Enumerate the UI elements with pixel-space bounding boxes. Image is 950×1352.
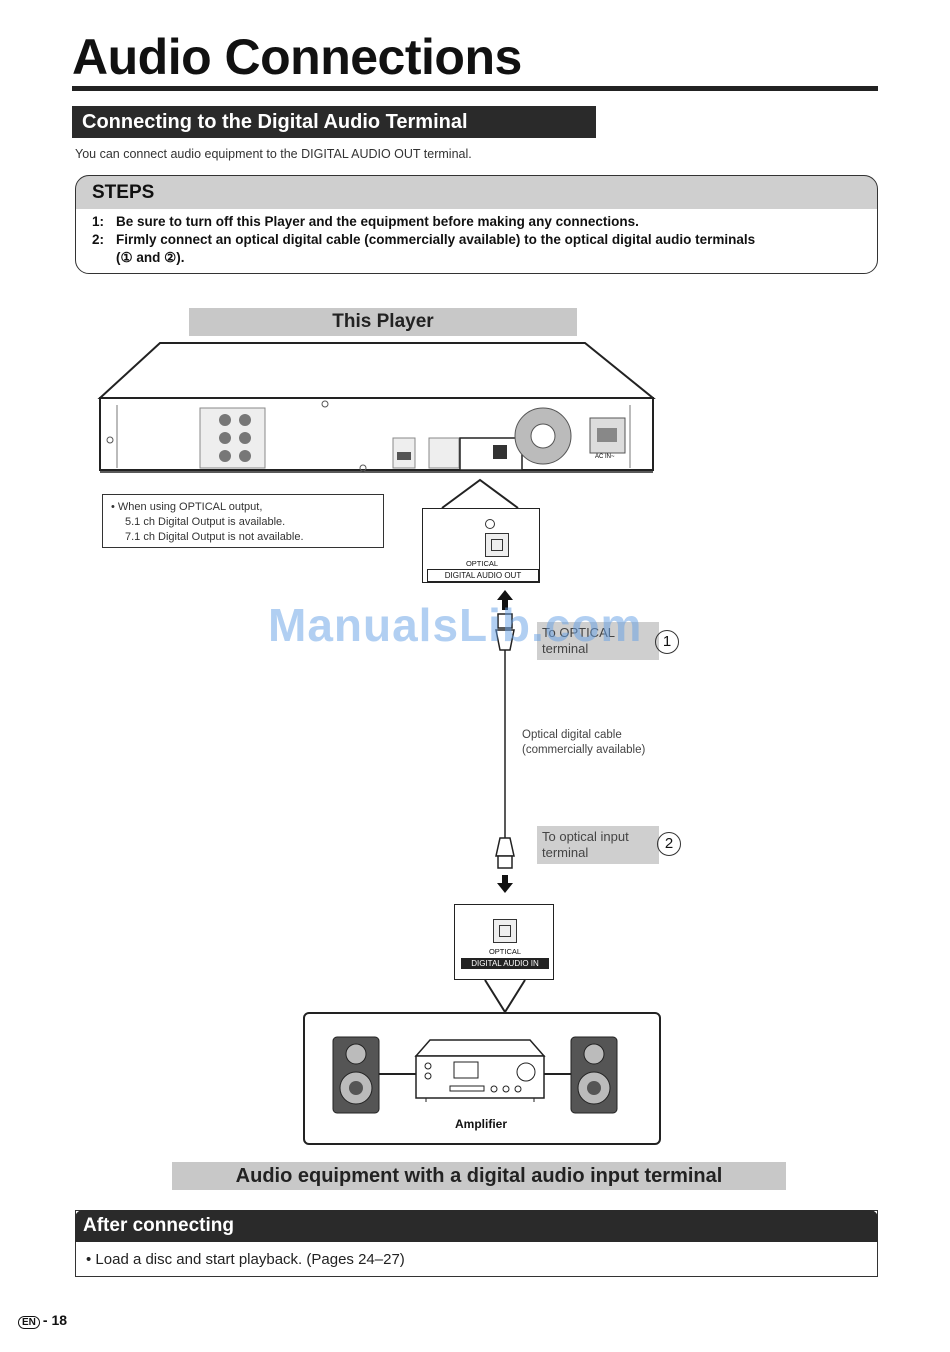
out-terminal-name: DIGITAL AUDIO OUT <box>427 569 539 582</box>
step-text: Be sure to turn off this Player and the … <box>116 214 639 229</box>
optical-cable-illustration <box>495 590 515 893</box>
player-rear-panel-illustration: AC IN~ <box>97 342 656 473</box>
tag1-line1: To OPTICAL <box>542 625 615 640</box>
player-label: This Player <box>189 308 577 336</box>
in-terminal-type: OPTICAL <box>488 947 522 956</box>
step-1: 1: Be sure to turn off this Player and th… <box>92 214 639 229</box>
after-connecting-text: • Load a disc and start playback. (Pages… <box>86 1251 405 1268</box>
amplifier-box <box>303 1012 661 1145</box>
language-badge: EN <box>18 1316 40 1329</box>
steps-header-bar <box>75 175 878 209</box>
cable-note-line-2: (commercially available) <box>522 744 646 756</box>
step-text: Firmly connect an optical digital cable … <box>116 232 756 247</box>
section-heading: Connecting to the Digital Audio Terminal <box>72 106 596 138</box>
tag1-line2: terminal <box>542 641 589 656</box>
title-rule <box>72 86 878 91</box>
amp-pointer <box>484 979 526 1014</box>
out-terminal-type: OPTICAL <box>465 559 499 568</box>
step-number: 1: <box>92 214 105 229</box>
tag-to-optical-input-terminal: To optical input terminal <box>537 826 659 864</box>
after-connecting-heading: After connecting <box>75 1210 878 1242</box>
optical-port-icon <box>485 533 509 557</box>
tag-to-optical-terminal: To OPTICAL terminal <box>537 622 659 660</box>
zoom-pointer <box>441 478 519 509</box>
digital-audio-out-terminal: OPTICAL DIGITAL AUDIO OUT <box>422 508 540 583</box>
step-2: 2: Firmly connect an optical digital cabl… <box>92 232 755 247</box>
page-number-text: - 18 <box>42 1312 68 1328</box>
in-terminal-name: DIGITAL AUDIO IN <box>461 958 549 969</box>
callout-number-1: 1 <box>655 630 679 654</box>
watermark: ManualsLib.com <box>268 599 643 651</box>
tag2-line1: To optical input <box>542 829 629 844</box>
amplifier-label: Amplifier <box>455 1117 508 1131</box>
optical-port-icon <box>493 919 517 943</box>
cable-note-line-1: Optical digital cable <box>522 729 622 741</box>
section-intro: You can connect audio equipment to the D… <box>75 147 472 161</box>
tag2-line2: terminal <box>542 845 589 860</box>
page-title: Audio Connections <box>72 29 522 85</box>
note-line-1: • When using OPTICAL output, <box>111 501 263 513</box>
cable-note: Optical digital cable (commercially avai… <box>522 728 645 758</box>
step-2-continued: (① and ②). <box>116 250 185 265</box>
steps-label: STEPS <box>92 182 155 203</box>
audio-equipment-label: Audio equipment with a digital audio inp… <box>172 1162 786 1190</box>
optical-note: • When using OPTICAL output, 5.1 ch Digi… <box>102 494 384 548</box>
amplifier-illustration <box>332 1036 618 1114</box>
step-number: 2: <box>92 232 105 247</box>
ac-in-text: AC IN~ <box>595 454 615 460</box>
note-line-2: 5.1 ch Digital Output is available. <box>125 516 286 528</box>
digital-audio-in-terminal: OPTICAL DIGITAL AUDIO IN <box>454 904 554 980</box>
page-number: EN- 18 <box>18 1312 67 1329</box>
callout-number-2: 2 <box>657 832 681 856</box>
screw-icon <box>485 519 495 529</box>
steps-box <box>75 175 878 274</box>
note-line-3: 7.1 ch Digital Output is not available. <box>125 531 304 543</box>
